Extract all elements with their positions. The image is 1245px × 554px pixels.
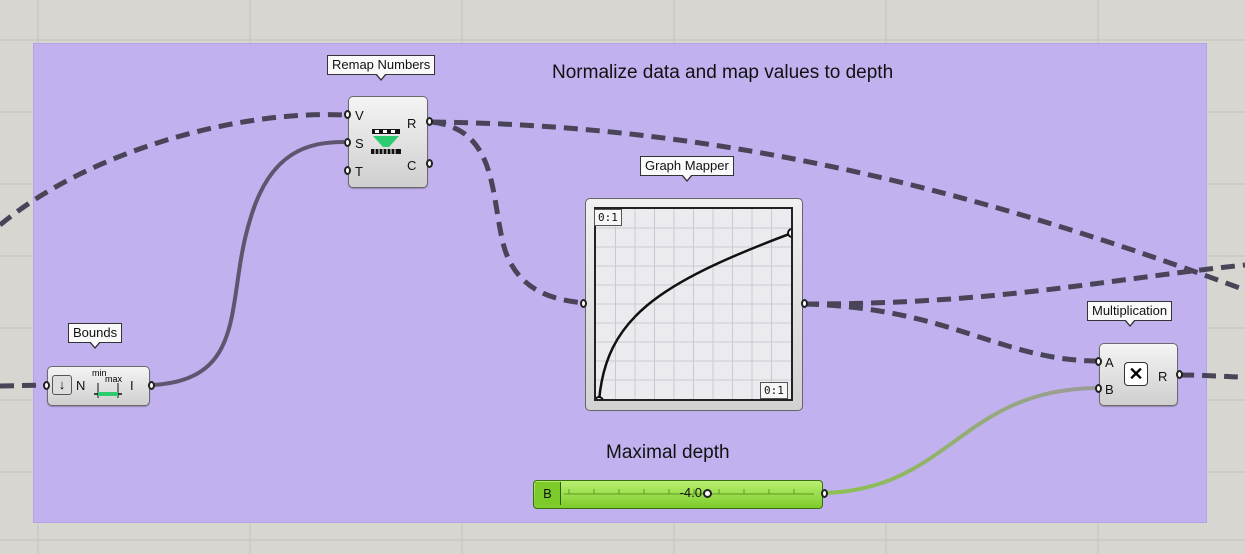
remap-grip-s[interactable] bbox=[344, 138, 351, 147]
remap-input-v[interactable]: V bbox=[355, 108, 364, 123]
bounds-output-i[interactable]: I bbox=[130, 378, 134, 393]
remap-grip-t[interactable] bbox=[344, 166, 351, 175]
graph-mapper-curve bbox=[596, 209, 791, 399]
arrow-down-icon[interactable]: ↓ bbox=[52, 375, 72, 395]
graph-mapper-plot[interactable] bbox=[594, 207, 793, 401]
group-title: Normalize data and map values to depth bbox=[552, 62, 894, 83]
slider-value: -4.0 bbox=[679, 485, 702, 500]
bounds-tag: Bounds bbox=[68, 323, 123, 349]
bounds-output-grip[interactable] bbox=[148, 381, 155, 390]
curve-handle-start bbox=[596, 396, 604, 399]
bounds-min-label: min bbox=[92, 368, 107, 378]
graph-output-grip[interactable] bbox=[801, 299, 808, 308]
multiplication-tag: Multiplication bbox=[1087, 301, 1173, 327]
bounds-input-grip[interactable] bbox=[43, 381, 50, 390]
slider-ticks bbox=[564, 489, 814, 495]
graph-x-range[interactable]: 0:1 bbox=[760, 382, 788, 399]
graph-input-grip[interactable] bbox=[580, 299, 587, 308]
multiply-icon: ✕ bbox=[1124, 362, 1148, 386]
mult-output-r[interactable]: R bbox=[1158, 369, 1168, 384]
bounds-max-label: max bbox=[105, 374, 123, 384]
mult-input-a[interactable]: A bbox=[1105, 355, 1114, 370]
mult-grip-r[interactable] bbox=[1176, 370, 1183, 379]
remap-grip-r[interactable] bbox=[426, 117, 433, 126]
slider-knob[interactable] bbox=[703, 489, 712, 498]
mult-input-b[interactable]: B bbox=[1105, 382, 1114, 397]
remap-input-s[interactable]: S bbox=[355, 136, 364, 151]
graph-mapper-tag: Graph Mapper bbox=[640, 156, 734, 182]
mult-grip-b[interactable] bbox=[1095, 384, 1102, 393]
maximal-depth-slider[interactable] bbox=[533, 480, 823, 509]
slider-output-grip[interactable] bbox=[821, 489, 828, 498]
slider-input-b: B bbox=[535, 482, 561, 505]
remap-output-r[interactable]: R bbox=[407, 116, 417, 131]
bounds-icon bbox=[94, 383, 122, 398]
remap-numbers-component[interactable]: V S T R C bbox=[348, 96, 428, 188]
bounds-component[interactable]: ↓ N min max I bbox=[47, 366, 150, 406]
multiplication-component[interactable]: A B ✕ R bbox=[1099, 343, 1178, 406]
remap-grip-c[interactable] bbox=[426, 159, 433, 168]
remap-icon bbox=[371, 129, 401, 154]
slider-title: Maximal depth bbox=[606, 442, 730, 463]
graph-y-range[interactable]: 0:1 bbox=[594, 209, 622, 226]
remap-grip-v[interactable] bbox=[344, 110, 351, 119]
mult-grip-a[interactable] bbox=[1095, 357, 1102, 366]
remap-output-c[interactable]: C bbox=[407, 158, 417, 173]
bounds-input-n[interactable]: N bbox=[76, 378, 86, 393]
remap-numbers-tag: Remap Numbers bbox=[327, 55, 436, 81]
remap-input-t[interactable]: T bbox=[355, 164, 363, 179]
curve-handle-end bbox=[787, 228, 791, 238]
